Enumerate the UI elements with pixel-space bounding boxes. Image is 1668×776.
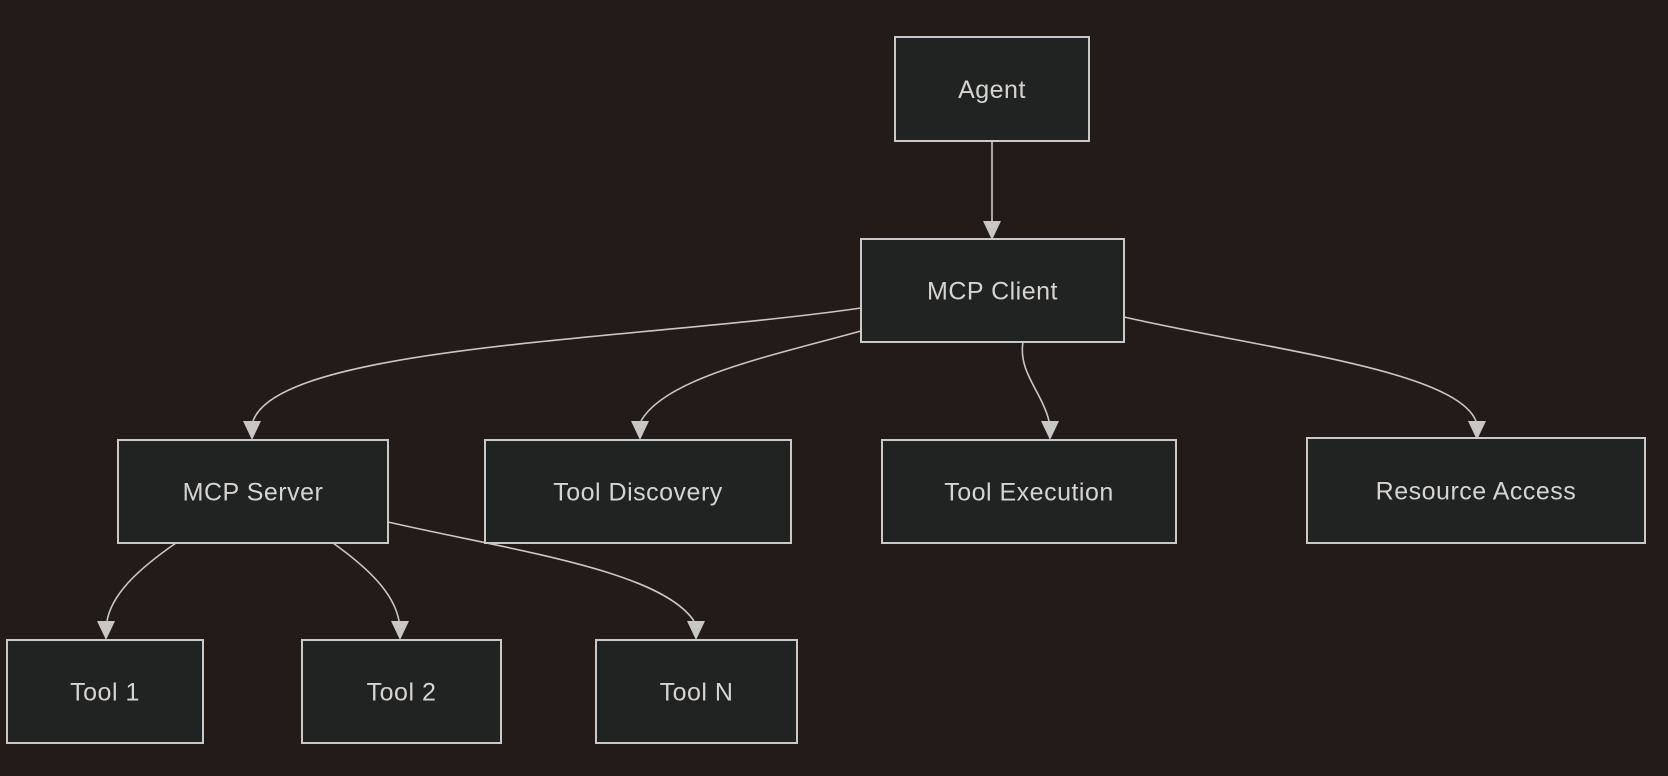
- node-mcp-client-box: [860, 238, 1125, 343]
- arrowhead-icon-mcp-server-to-tool-n: [687, 621, 705, 640]
- node-resource-access-box: [1306, 437, 1646, 544]
- node-tool-discovery: Tool Discovery: [484, 439, 792, 544]
- arrowhead-icon-agent-to-mcp-client: [983, 221, 1001, 240]
- edge-mcp-client-to-mcp-server: [252, 307, 862, 422]
- arrowhead-icon-mcp-client-to-resource-access: [1468, 421, 1486, 440]
- node-tool-1-box: [6, 639, 204, 744]
- node-tool-1: Tool 1: [6, 639, 204, 744]
- node-tool-execution-label: Tool Execution: [944, 479, 1114, 507]
- node-resource-access: Resource Access: [1306, 437, 1646, 544]
- node-tool-2-box: [301, 639, 502, 744]
- node-tool-execution-box: [881, 439, 1177, 544]
- arrowhead-icon-mcp-client-to-tool-execution: [1041, 421, 1059, 440]
- node-agent-box: [894, 36, 1090, 142]
- node-tool-n: Tool N: [595, 639, 798, 744]
- node-resource-access-label: Resource Access: [1376, 478, 1577, 506]
- arrowhead-icon-mcp-client-to-mcp-server: [243, 421, 261, 440]
- edge-mcp-client-to-tool-discovery: [640, 330, 862, 422]
- node-mcp-server-box: [117, 439, 389, 544]
- node-tool-1-label: Tool 1: [70, 679, 140, 707]
- edge-mcp-server-to-tool-n: [387, 521, 695, 622]
- node-tool-n-label: Tool N: [660, 679, 734, 707]
- node-tool-discovery-label: Tool Discovery: [553, 479, 723, 507]
- node-tool-discovery-box: [484, 439, 792, 544]
- node-mcp-client-label: MCP Client: [927, 278, 1058, 306]
- node-mcp-server-label: MCP Server: [183, 479, 324, 507]
- arrowhead-icon-mcp-client-to-tool-discovery: [631, 421, 649, 440]
- node-tool-2-label: Tool 2: [367, 679, 437, 707]
- node-agent: Agent: [894, 36, 1090, 142]
- arrowhead-icon-mcp-server-to-tool-1: [97, 621, 115, 640]
- node-mcp-client: MCP Client: [860, 238, 1125, 343]
- edge-mcp-client-to-tool-execution: [1021, 341, 1050, 422]
- edge-mcp-client-to-resource-access: [1123, 316, 1477, 422]
- arrowhead-icon-mcp-server-to-tool-2: [391, 621, 409, 640]
- node-tool-execution: Tool Execution: [881, 439, 1177, 544]
- node-tool-2: Tool 2: [301, 639, 502, 744]
- node-mcp-server: MCP Server: [117, 439, 389, 544]
- edge-mcp-server-to-tool-2: [332, 542, 400, 622]
- node-tool-n-box: [595, 639, 798, 744]
- edges-layer: [97, 141, 1486, 640]
- edge-mcp-server-to-tool-1: [106, 542, 177, 622]
- node-agent-label: Agent: [958, 76, 1026, 104]
